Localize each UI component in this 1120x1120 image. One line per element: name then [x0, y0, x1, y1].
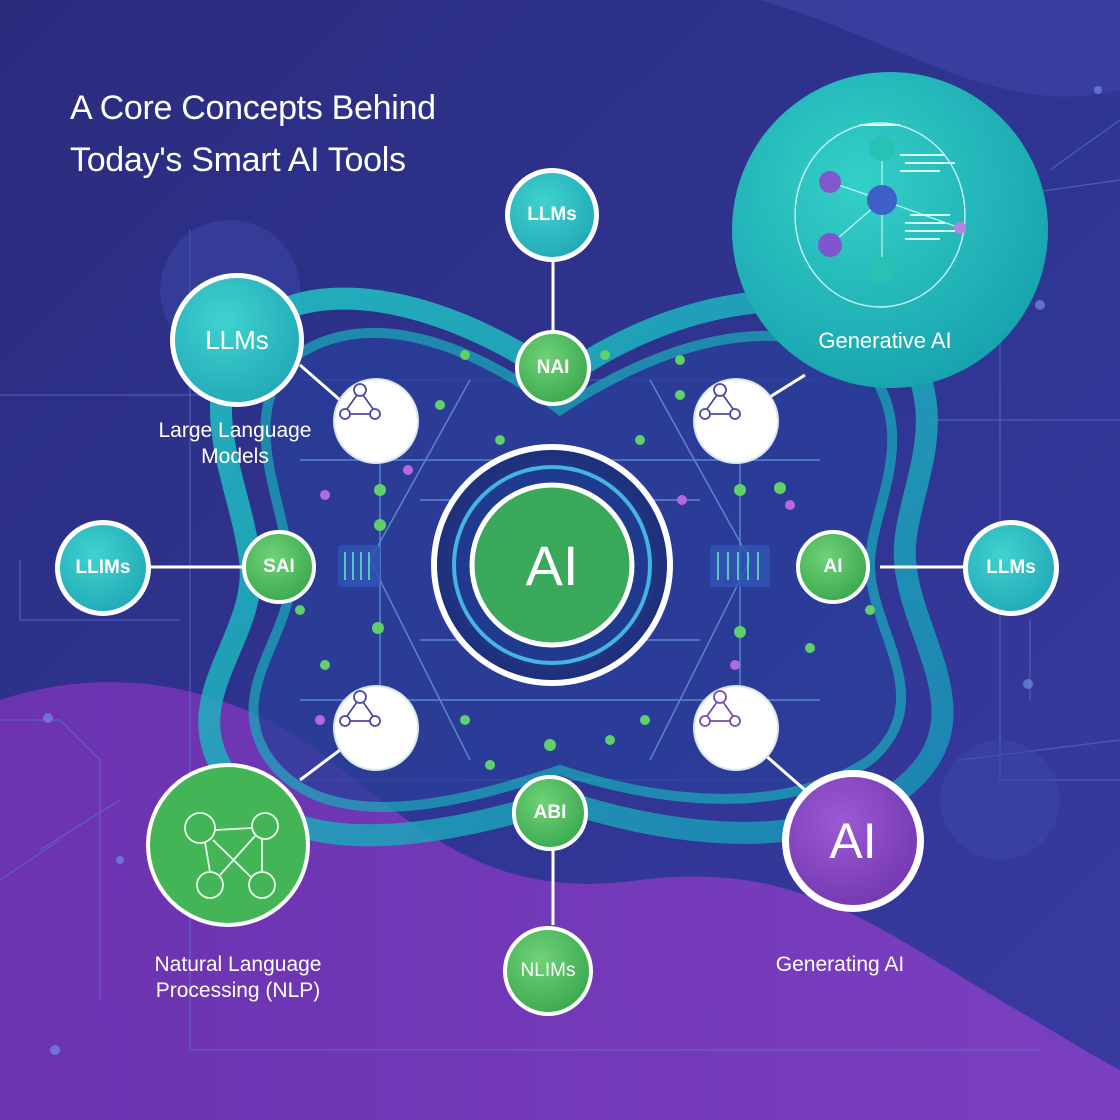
caption-nlp-line-2: Processing (NLP)	[155, 979, 321, 1002]
node-sai[interactable]: SAI	[242, 530, 316, 604]
nlp-panel	[146, 763, 310, 927]
node-llms-top[interactable]: LLMs	[505, 168, 599, 262]
node-ai-right[interactable]: AI	[796, 530, 870, 604]
generative-ai-panel	[732, 72, 1048, 388]
node-abi[interactable]: ABI	[512, 775, 588, 851]
top-right-glow	[760, 0, 1120, 97]
center-core	[469, 482, 635, 648]
caption-generating-ai: Generating AI	[775, 953, 905, 976]
node-ai-center[interactable]: AI	[525, 533, 579, 597]
node-llms-large[interactable]: LLMs	[170, 273, 304, 407]
title-line-2: Today's Smart AI Tools	[70, 141, 406, 179]
page-title: A Core Concepts Behind Today's Smart AI …	[70, 82, 530, 186]
title-line-1: A Core Concepts Behind	[70, 89, 436, 127]
connectors	[150, 250, 965, 925]
neural-network-icon	[184, 812, 279, 899]
node-nlims-bottom[interactable]: NLIMs	[503, 926, 593, 1016]
caption-large-language-models: Large Language Models	[120, 418, 350, 470]
node-ai-purple[interactable]: AI	[782, 770, 924, 912]
circuit-dots	[43, 86, 1102, 1055]
caption-generative-ai: Generative AI	[818, 328, 952, 353]
server-rack-icon	[338, 545, 770, 587]
caption-nlp-line-1: Natural Language	[154, 953, 322, 976]
hub-top-left[interactable]	[333, 378, 419, 464]
hub-bottom-right[interactable]	[693, 685, 779, 771]
network-dots-purple	[315, 465, 795, 725]
hub-bottom-left[interactable]	[333, 685, 419, 771]
node-nai[interactable]: NAI	[515, 330, 591, 406]
caption-llm-line-2: Models	[201, 445, 269, 468]
caption-llm-line-1: Large Language	[158, 419, 312, 442]
node-llms-right[interactable]: LLMs	[963, 520, 1059, 616]
hub-top-right[interactable]	[693, 378, 779, 464]
workflow-diagram-icon	[794, 122, 966, 308]
caption-nlp: Natural Language Processing (NLP)	[118, 952, 358, 1004]
node-llims-left[interactable]: LLIMs	[55, 520, 151, 616]
